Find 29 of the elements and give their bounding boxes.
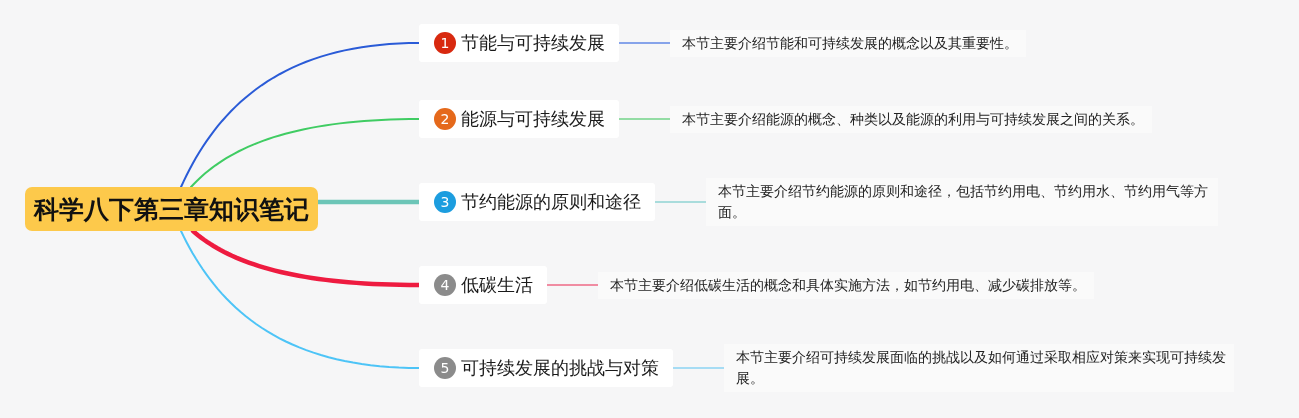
connector-line [672,367,725,369]
topic-title: 能源与可持续发展 [461,107,605,131]
topic-note: 本节主要介绍节约能源的原则和途径，包括节约用电、节约用水、节约用气等方面。 [706,178,1218,226]
central-topic: 科学八下第三章知识笔记 [25,187,318,231]
step-number: 4 [434,274,456,296]
step-number: 2 [434,108,456,130]
topic-card [419,100,619,138]
topic-card [419,183,655,221]
topic-card [419,349,673,387]
topic-title: 低碳生活 [461,273,533,297]
connector-line [654,201,707,203]
topic-note: 本节主要介绍节能和可持续发展的概念以及其重要性。 [670,29,1026,57]
topic-title: 节约能源的原则和途径 [461,190,641,214]
branch-line [180,230,420,369]
topic-note: 本节主要介绍能源的概念、种类以及能源的利用与可持续发展之间的关系。 [670,105,1152,133]
topic-note: 本节主要介绍可持续发展面临的挑战以及如何通过采取相应对策来实现可持续发展。 [724,344,1234,392]
topic-title: 节能与可持续发展 [461,31,605,55]
branch-line [180,42,420,188]
step-number: 3 [434,191,456,213]
topic-card [419,24,619,62]
branch-line [190,118,420,188]
connector-line [618,118,671,120]
connector-line [618,42,671,44]
topic-card [419,266,547,304]
connector-line [546,284,599,286]
step-number: 5 [434,357,456,379]
step-number: 1 [434,32,456,54]
topic-note: 本节主要介绍低碳生活的概念和具体实施方法，如节约用电、减少碳排放等。 [598,271,1094,299]
topic-title: 可持续发展的挑战与对策 [461,356,659,380]
